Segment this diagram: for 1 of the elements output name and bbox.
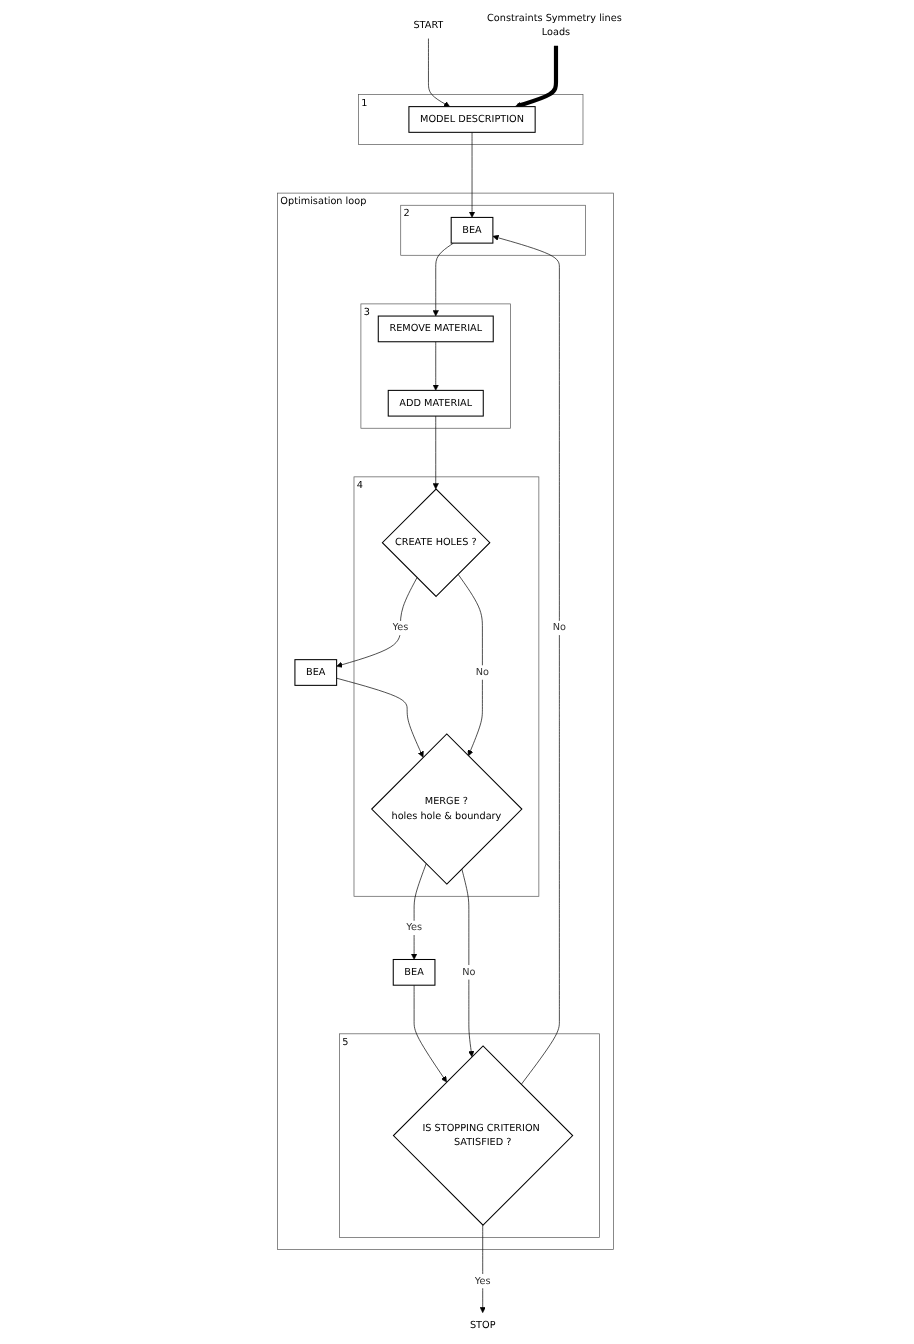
arrow [514,45,558,108]
